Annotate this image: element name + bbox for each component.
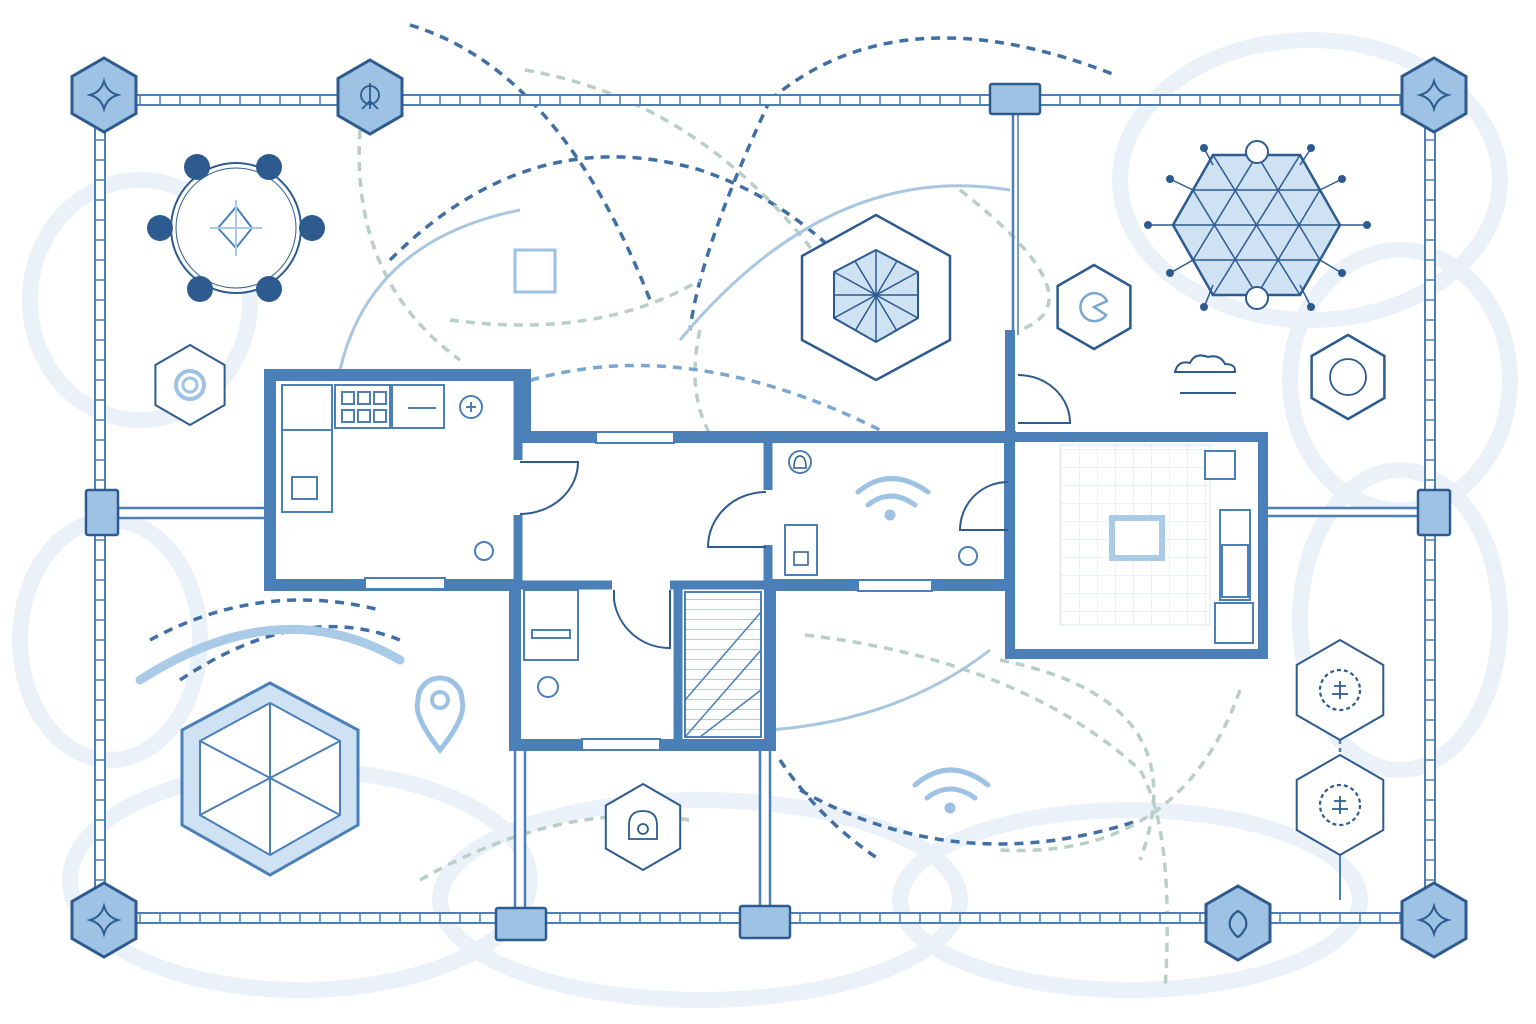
sparkle-icon <box>70 56 138 134</box>
bell-icon <box>793 455 809 566</box>
sparkle-icon <box>1400 56 1468 134</box>
molecule-icon <box>147 154 325 302</box>
fence-posts <box>84 82 1452 942</box>
wifi-icon <box>855 476 931 521</box>
planter-box <box>513 248 557 294</box>
hexagon-prism-icon <box>180 681 360 877</box>
gear-bug-icon <box>1295 638 1385 742</box>
cube-lattice-icon <box>800 213 952 382</box>
cloud-icon <box>1173 354 1237 394</box>
signal-arcs <box>149 23 1242 991</box>
home-lock-icon <box>604 782 682 872</box>
target-icon <box>154 343 226 427</box>
snowflake-grid-icon <box>1144 140 1371 311</box>
gear-bug-icon <box>1295 753 1385 857</box>
sparkle-icon <box>1400 881 1468 959</box>
circle-icon <box>1310 333 1386 421</box>
compass-icon <box>336 58 404 136</box>
house <box>264 330 1268 751</box>
location-pin-icon <box>414 675 466 755</box>
kitchen-fixtures <box>281 384 1254 698</box>
signal-arc-thick <box>135 624 405 685</box>
wifi-icon <box>912 767 991 814</box>
soft-arcs <box>338 184 1011 732</box>
sparkle-icon <box>70 881 138 959</box>
stairwell <box>684 591 762 738</box>
shield-icon <box>1204 884 1272 962</box>
pie-icon <box>1056 263 1132 351</box>
bedroom-rug <box>1109 515 1165 561</box>
